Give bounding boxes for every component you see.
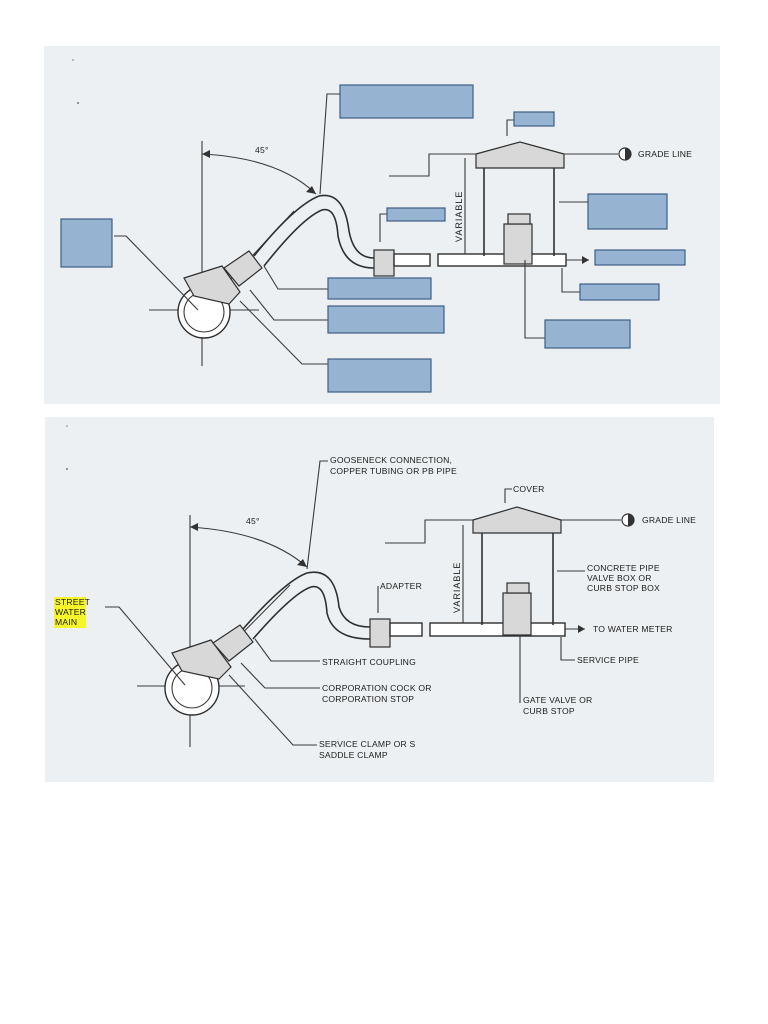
bottom-pipe-segment-2 [429, 622, 566, 637]
bottom-saddle-clamp [171, 639, 232, 680]
bottom-gooseneck-lower [252, 585, 371, 640]
top-grade-left [389, 153, 476, 177]
bottom-diagram-drawing: 45° GRADE LINE VARIABLE [54, 425, 696, 760]
bottom-leader-street-main [105, 606, 186, 686]
top-leader-corp-cock [249, 289, 328, 321]
top-angle-arc [201, 153, 317, 195]
blank-clamp-box[interactable] [327, 358, 432, 393]
bottom-leader-service-pipe [560, 637, 575, 661]
bottom-cover [472, 506, 562, 534]
blank-water-meter-box[interactable] [594, 249, 686, 266]
blank-corp-cock-box[interactable] [327, 305, 445, 334]
blank-valve-box-box[interactable] [587, 193, 668, 230]
label-gooseneck-line1: GOOSENECK CONNECTION, [330, 455, 452, 465]
label-concrete-line1: CONCRETE PIPE [587, 563, 660, 573]
label-street-line3: MAIN [55, 617, 77, 627]
blank-cover-box[interactable] [513, 111, 555, 127]
street-main-highlight [54, 597, 86, 628]
top-angle-arrow-left [202, 150, 210, 158]
label-street-line1: STREET [55, 597, 91, 607]
bottom-angle-label: 45° [246, 516, 260, 526]
top-pipe-segment-1 [393, 253, 431, 267]
top-saddle-clamp [183, 265, 241, 305]
top-leader-gooseneck [319, 93, 340, 195]
label-street-line2: WATER [55, 607, 86, 617]
blank-street-main-box[interactable] [60, 218, 113, 268]
bottom-corporation-cock [212, 624, 254, 662]
blank-adapter-box[interactable] [386, 207, 446, 222]
top-grade-line-label: GRADE LINE [638, 149, 692, 159]
label-cover: COVER [513, 484, 545, 494]
bottom-grade-line-label: GRADE LINE [642, 515, 696, 525]
label-gate-valve-line2: CURB STOP [523, 706, 575, 716]
top-leader-street-main [114, 235, 199, 311]
label-service-clamp-line1: SERVICE CLAMP OR S [319, 739, 415, 749]
top-leader-cover [506, 119, 514, 136]
label-corp-cock-line2: CORPORATION STOP [322, 694, 414, 704]
top-gate-valve [503, 223, 533, 265]
blank-gate-valve-box[interactable] [544, 319, 631, 349]
blank-service-pipe-box[interactable] [579, 283, 660, 301]
top-valve-handle [507, 213, 531, 225]
bottom-gate-valve [502, 592, 532, 636]
top-diagram-panel: 45° GRADE LINE VARIABLE [44, 46, 720, 404]
top-gooseneck-lower [263, 208, 375, 269]
label-gooseneck-line2: COPPER TUBING OR PB PIPE [330, 466, 457, 476]
top-angle-label: 45° [255, 145, 269, 155]
bottom-grade-left [385, 519, 473, 544]
top-gooseneck-upper [253, 194, 375, 259]
blank-coupling-box[interactable] [327, 277, 432, 300]
label-straight-coupling: STRAIGHT COUPLING [322, 657, 416, 667]
bottom-angle-arc [189, 526, 308, 568]
top-adapter [373, 249, 395, 277]
label-adapter: ADAPTER [380, 581, 422, 591]
top-corporation-cock [223, 250, 263, 287]
top-pipe-segment-2 [437, 253, 567, 267]
bottom-leader-cover [504, 488, 512, 503]
bottom-leader-gooseneck [306, 460, 328, 570]
label-concrete-line3: CURB STOP BOX [587, 583, 660, 593]
top-leader-coupling [263, 265, 328, 290]
bottom-leader-clamp [228, 674, 317, 746]
top-diagram-drawing: 45° GRADE LINE VARIABLE [60, 59, 692, 393]
top-leader-service-pipe [561, 268, 580, 293]
label-service-clamp-line2: SADDLE CLAMP [319, 750, 388, 760]
bottom-valve-handle [506, 582, 530, 594]
bottom-gooseneck-upper [242, 571, 371, 630]
bottom-diagram-panel: 45° GRADE LINE VARIABLE [45, 417, 714, 782]
label-to-water-meter: TO WATER METER [593, 624, 673, 634]
label-gate-valve-line1: GATE VALVE OR [523, 695, 592, 705]
top-leader-adapter [379, 213, 387, 242]
label-corp-cock-line1: CORPORATION COCK OR [322, 683, 432, 693]
label-concrete-line2: VALVE BOX OR [587, 573, 652, 583]
top-leader-gate-valve [524, 260, 545, 339]
label-service-pipe: SERVICE PIPE [577, 655, 639, 665]
bottom-variable-label: VARIABLE [452, 562, 462, 613]
top-leader-clamp [239, 300, 328, 365]
bottom-pipe-segment-1 [389, 622, 423, 637]
bottom-adapter [369, 618, 391, 648]
top-variable-label: VARIABLE [454, 191, 464, 242]
bottom-leader-coupling [254, 638, 320, 662]
bottom-leader-corp-cock [240, 662, 320, 689]
top-angle-arrow-right [306, 186, 316, 194]
top-cover [475, 141, 565, 169]
blank-gooseneck-box[interactable] [339, 84, 474, 119]
